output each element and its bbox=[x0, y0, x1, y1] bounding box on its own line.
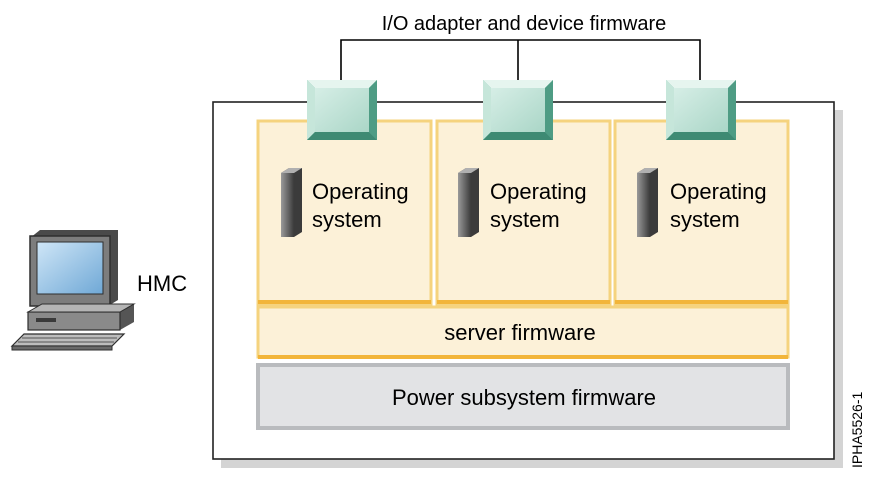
io-adapter-2 bbox=[483, 80, 553, 140]
partition-2-label-line1: Operating bbox=[490, 179, 587, 204]
io-adapter-1 bbox=[307, 80, 377, 140]
server-firmware-label: server firmware bbox=[444, 320, 596, 345]
figure-id: IPHA5526-1 bbox=[849, 392, 865, 468]
partition-3-label-line1: Operating bbox=[670, 179, 767, 204]
power-firmware-bar bbox=[256, 363, 790, 430]
os-server-icon-1 bbox=[281, 168, 302, 237]
partition-1-label-line2: system bbox=[312, 207, 382, 232]
os-server-icon-3 bbox=[637, 168, 658, 237]
os-server-icon-2 bbox=[458, 168, 479, 237]
hmc-label: HMC bbox=[137, 271, 187, 296]
io-connector-lines bbox=[340, 39, 701, 80]
hmc-computer-icon bbox=[10, 230, 136, 351]
io-firmware-title: I/O adapter and device firmware bbox=[382, 13, 667, 35]
power-firmware-label: Power subsystem firmware bbox=[392, 385, 656, 410]
partition-2-label-line2: system bbox=[490, 207, 560, 232]
partition-1-label-line1: Operating bbox=[312, 179, 409, 204]
server-firmware-bar bbox=[256, 305, 790, 359]
partition-3-label-line2: system bbox=[670, 207, 740, 232]
io-adapter-3 bbox=[666, 80, 736, 140]
